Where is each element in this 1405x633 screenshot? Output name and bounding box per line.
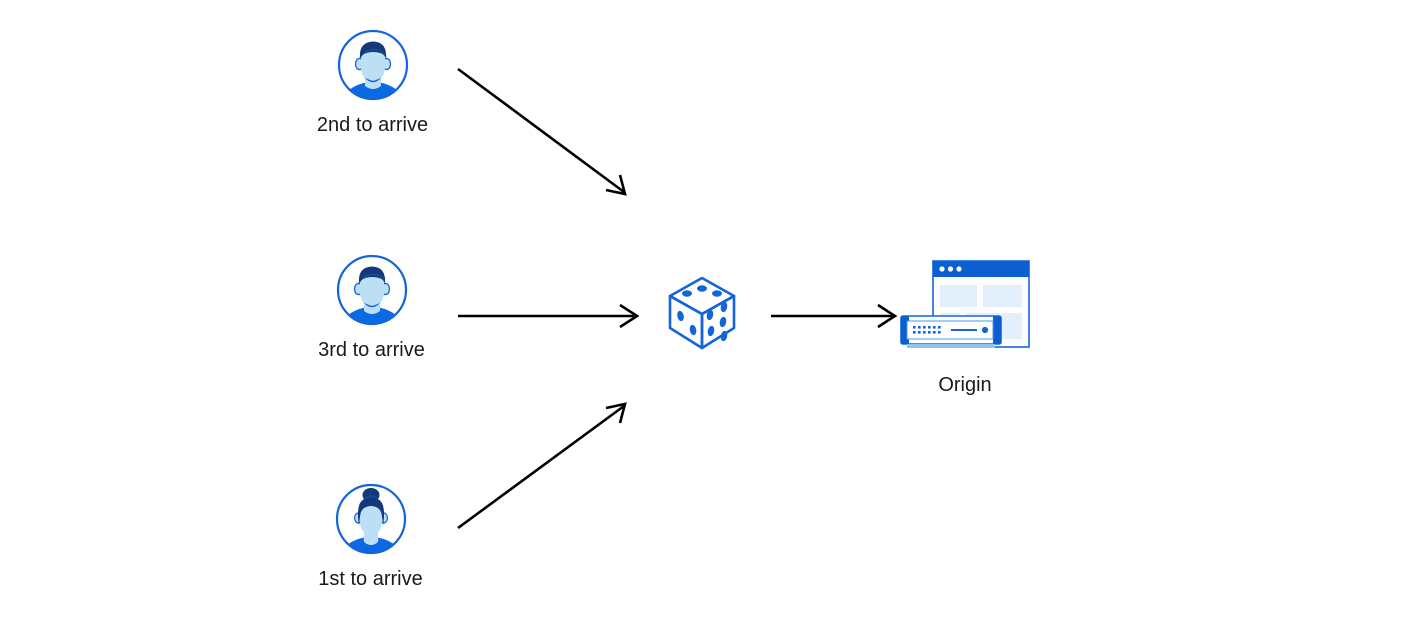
client-node-2nd: 2nd to arrive	[300, 28, 445, 138]
user-avatar-male-icon	[336, 28, 410, 102]
arrow-1st-to-dice	[457, 402, 627, 530]
client-label-2nd: 2nd to arrive	[316, 114, 429, 136]
server-device-icon	[900, 315, 1002, 348]
client-label-3rd: 3rd to arrive	[318, 339, 425, 361]
arrow-3rd-to-dice	[458, 303, 640, 329]
origin-node: Origin	[897, 258, 1033, 398]
dice-icon	[662, 272, 742, 352]
origin-server-icon	[897, 258, 1033, 358]
user-avatar-male-icon	[335, 253, 409, 327]
client-node-1st: 1st to arrive	[298, 482, 443, 592]
client-node-3rd: 3rd to arrive	[299, 253, 444, 363]
origin-label: Origin	[938, 374, 992, 396]
user-avatar-female-icon	[334, 482, 408, 556]
arrow-2nd-to-dice	[457, 67, 627, 196]
arrow-dice-to-origin	[771, 303, 898, 329]
client-label-1st: 1st to arrive	[318, 568, 423, 590]
